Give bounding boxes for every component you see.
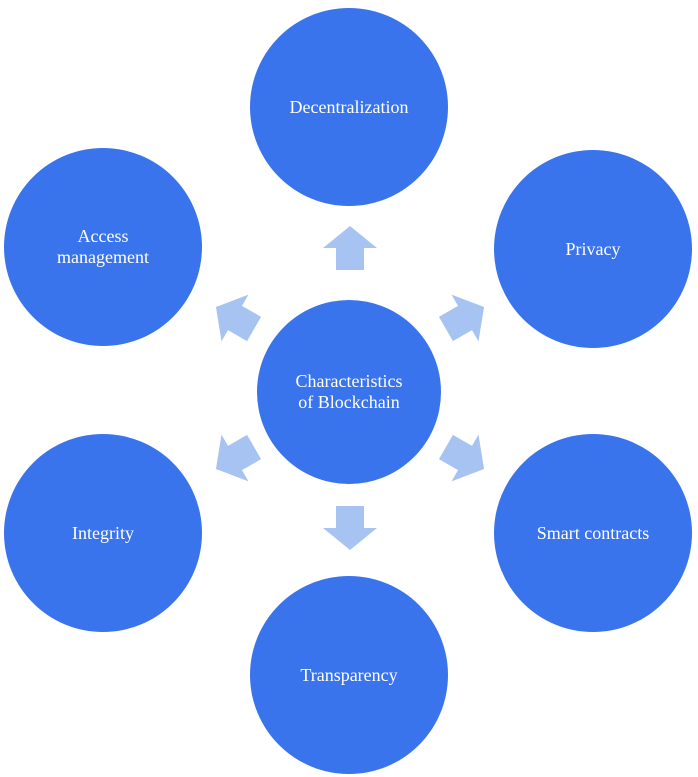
node-transparency: Transparency xyxy=(250,576,448,774)
node-decentralization-label: Decentralization xyxy=(289,96,409,117)
arrow-to-transparency xyxy=(323,506,377,550)
node-privacy-label: Privacy xyxy=(565,238,621,259)
node-access-management-label: Access management xyxy=(57,226,149,267)
node-access-management: Access management xyxy=(4,148,202,346)
node-smart-contracts: Smart contracts xyxy=(494,434,692,632)
node-privacy: Privacy xyxy=(494,150,692,348)
center-node: Characteristics of Blockchain xyxy=(257,300,441,484)
arrow-to-access-management xyxy=(215,294,262,342)
node-integrity: Integrity xyxy=(4,434,202,632)
node-integrity-label: Integrity xyxy=(72,522,134,543)
node-transparency-label: Transparency xyxy=(300,664,398,685)
node-decentralization: Decentralization xyxy=(250,8,448,206)
arrow-to-integrity xyxy=(215,434,262,482)
arrow-to-smart-contracts xyxy=(438,434,485,482)
arrow-to-privacy xyxy=(438,294,485,342)
arrow-to-decentralization xyxy=(323,226,377,270)
node-smart-contracts-label: Smart contracts xyxy=(536,522,650,543)
center-node-label: Characteristics of Blockchain xyxy=(295,371,403,412)
